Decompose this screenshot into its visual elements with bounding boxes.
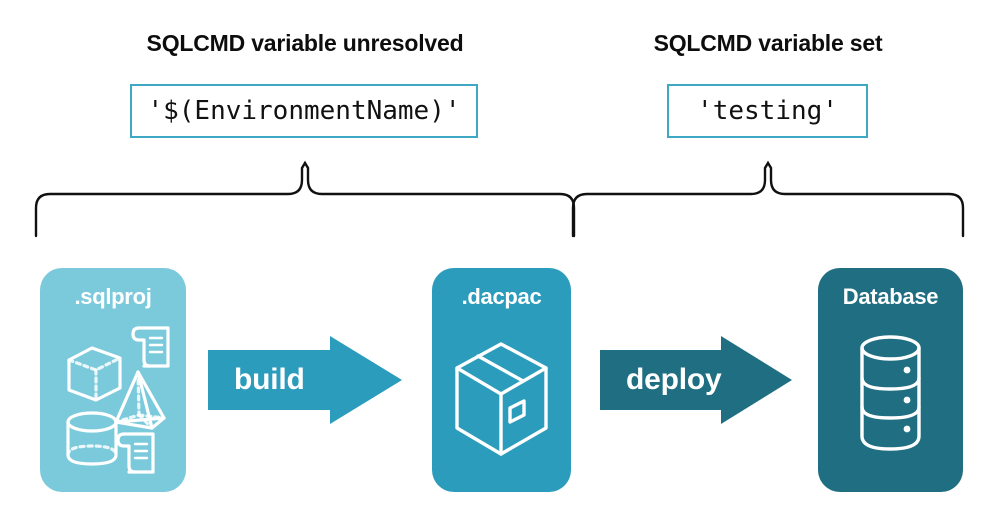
arrow-deploy: deploy	[600, 334, 792, 426]
artifact-card-database: Database	[818, 268, 963, 492]
artifact-card-dacpac: .dacpac	[432, 268, 571, 492]
annotation-heading-right: SQLCMD variable set	[653, 30, 883, 56]
database-status-dots	[903, 366, 911, 433]
package-box-icon	[455, 342, 548, 456]
scroll-icon	[131, 326, 170, 368]
arrow-build: build	[208, 334, 402, 426]
arrow-deploy-shape	[600, 336, 792, 424]
cylinder-icon	[66, 411, 118, 466]
scroll-icon	[116, 432, 155, 474]
card-label-sqlproj: .sqlproj	[74, 284, 152, 309]
sqlproj-icon-group	[66, 326, 170, 474]
arrow-build-shape	[208, 336, 402, 424]
code-value-right: 'testing'	[697, 96, 838, 126]
brace-right-icon	[571, 160, 965, 238]
artifact-card-sqlproj: .sqlproj	[40, 268, 186, 492]
brace-left-icon	[34, 160, 576, 238]
code-value-left: '$(EnvironmentName)'	[147, 96, 461, 126]
database-icon-group	[860, 335, 921, 451]
pyramid-icon	[114, 370, 166, 430]
card-label-dacpac: .dacpac	[461, 284, 542, 309]
cube-icon	[67, 346, 122, 402]
annotation-heading-left: SQLCMD variable unresolved	[146, 30, 464, 56]
arrow-build-label: build	[234, 363, 305, 396]
dacpac-icon-group	[455, 342, 548, 456]
card-label-database: Database	[842, 284, 939, 309]
code-value-box-left: '$(EnvironmentName)'	[130, 84, 478, 138]
arrow-deploy-label: deploy	[626, 363, 722, 396]
code-value-box-right: 'testing'	[667, 84, 868, 138]
database-cylinder-icon	[860, 335, 921, 451]
